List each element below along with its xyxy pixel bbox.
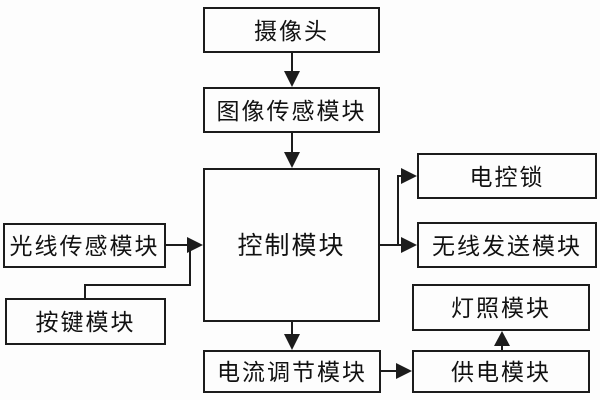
- node-camera: 摄像头: [203, 7, 380, 53]
- node-power-supply: 供电模块: [412, 350, 590, 393]
- node-wireless-send-label: 无线发送模块: [432, 233, 582, 259]
- node-control-label: 控制模块: [237, 232, 346, 260]
- node-power-supply-label: 供电模块: [451, 360, 551, 385]
- edge-current-regulator-to-power-supply: [381, 363, 412, 379]
- node-electric-lock-label: 电控锁: [469, 164, 545, 190]
- node-camera-label: 摄像头: [254, 18, 329, 44]
- node-lighting-label: 灯照模块: [451, 296, 551, 321]
- node-electric-lock: 电控锁: [417, 153, 597, 199]
- node-wireless-send: 无线发送模块: [417, 222, 597, 268]
- edge-control-to-wireless-send: [380, 237, 417, 253]
- edge-control-to-electric-lock: [397, 168, 417, 244]
- node-lighting: 灯照模块: [412, 284, 590, 331]
- node-key-button-label: 按键模块: [35, 310, 136, 335]
- node-current-regulator-label: 电流调节模块: [217, 360, 367, 385]
- node-light-sensor: 光线传感模块: [3, 223, 166, 268]
- node-control: 控制模块: [203, 168, 380, 322]
- edge-camera-to-image-sensor: [284, 53, 300, 87]
- node-key-button: 按键模块: [5, 298, 166, 345]
- edge-image-sensor-to-control: [284, 133, 300, 168]
- edge-power-supply-to-lighting: [494, 331, 510, 350]
- node-current-regulator: 电流调节模块: [203, 350, 381, 393]
- edge-control-to-current-regulator: [284, 322, 300, 350]
- node-image-sensor-label: 图像传感模块: [216, 98, 367, 124]
- edge-light-sensor-to-control: [166, 237, 203, 253]
- node-image-sensor: 图像传感模块: [203, 87, 380, 133]
- edge-key-button-to-control: [84, 244, 191, 298]
- node-light-sensor-label: 光线传感模块: [9, 234, 160, 259]
